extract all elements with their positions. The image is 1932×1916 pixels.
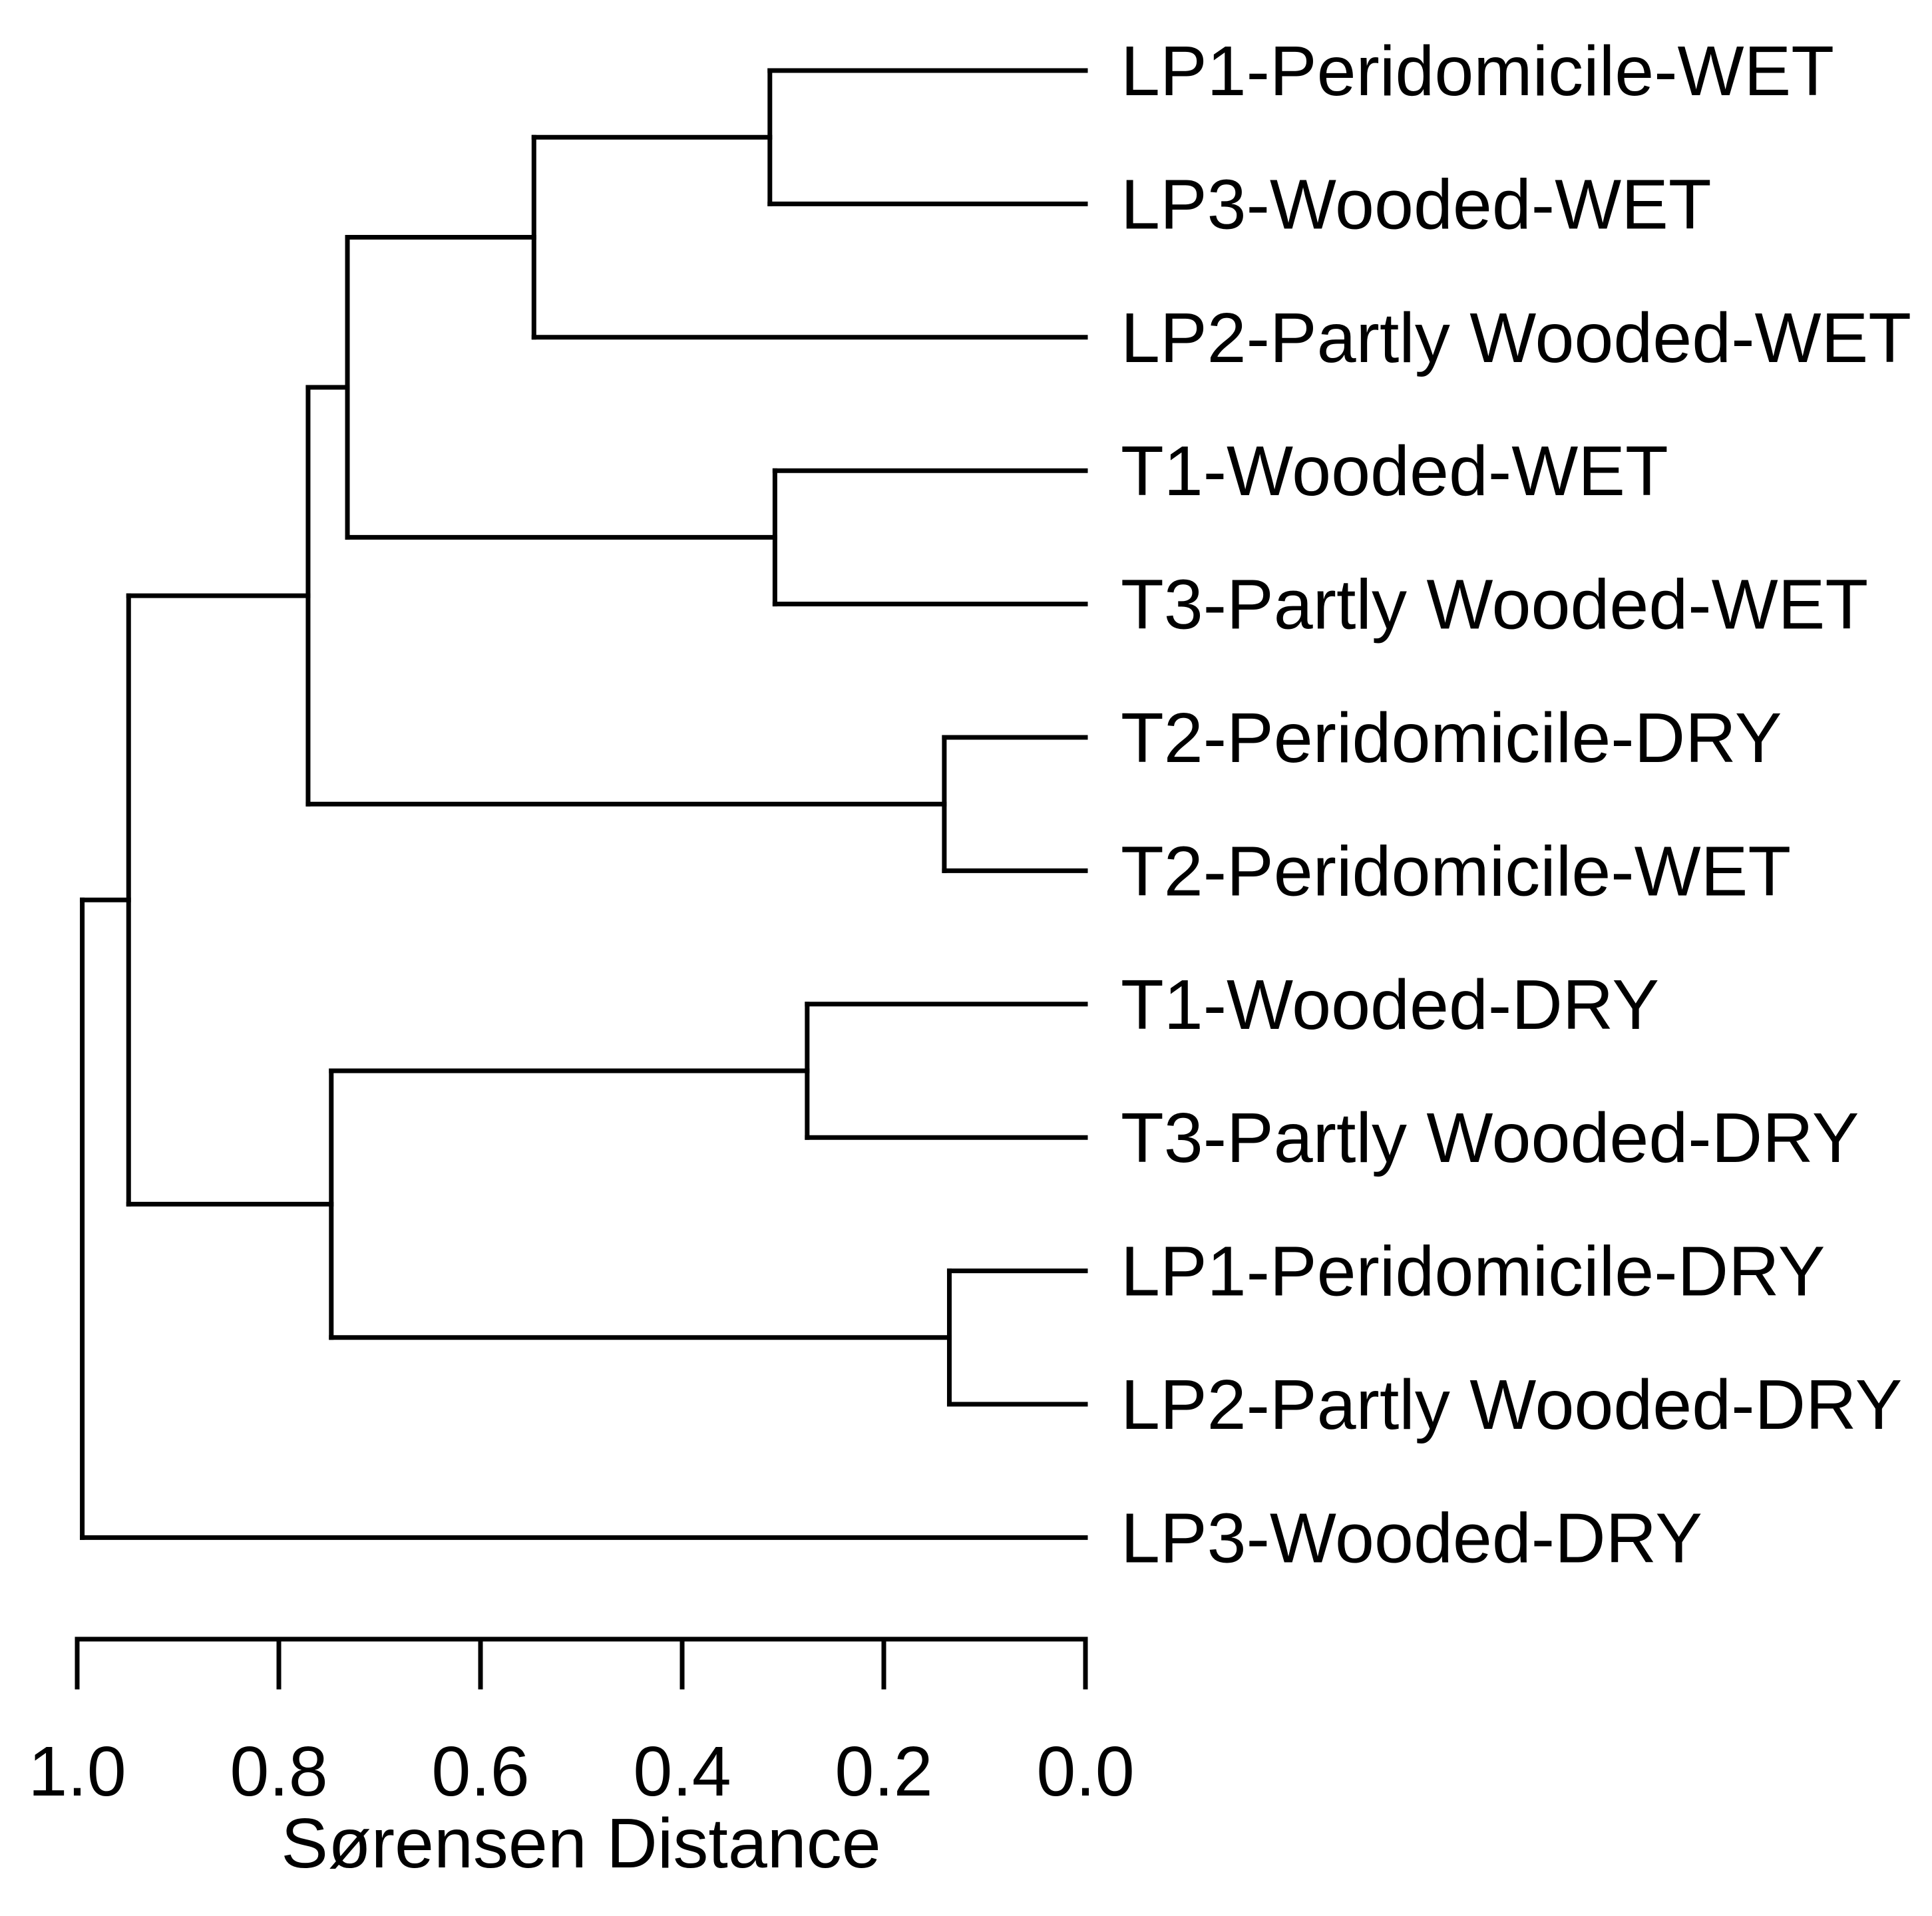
axis-tick-label: 0.6 (431, 1732, 529, 1811)
leaf-label: LP3-Wooded-WET (1121, 165, 1712, 244)
axis-title: Sørensen Distance (281, 1804, 880, 1883)
leaf-label: T2-Peridomicile-DRY (1121, 699, 1782, 777)
leaf-label: T1-Wooded-WET (1121, 432, 1668, 510)
leaf-label: LP2-Partly Wooded-WET (1121, 299, 1911, 377)
distance-axis: 1.0 0.8 0.6 0.4 0.2 0.0 (28, 1636, 1135, 1811)
leaf-labels: LP1-Peridomicile-WET LP3-Wooded-WET LP2-Pa… (1121, 32, 1911, 1577)
leaf-label: LP1-Peridomicile-DRY (1121, 1233, 1825, 1311)
leaf-label: LP1-Peridomicile-WET (1121, 32, 1834, 110)
axis-tick-label: 0.4 (633, 1732, 731, 1811)
dendrogram-branches (80, 68, 1088, 1540)
leaf-label: T1-Wooded-DRY (1121, 966, 1659, 1044)
axis-tick-label: 1.0 (28, 1732, 126, 1811)
leaf-label: T3-Partly Wooded-WET (1121, 566, 1868, 644)
axis-tick-label: 0.0 (1036, 1732, 1134, 1811)
leaf-label: LP2-Partly Wooded-DRY (1121, 1366, 1902, 1444)
leaf-label: LP3-Wooded-DRY (1121, 1499, 1702, 1577)
axis-tick-label: 0.2 (835, 1732, 932, 1811)
leaf-label: T3-Partly Wooded-DRY (1121, 1099, 1859, 1177)
leaf-label: T2-Peridomicile-WET (1121, 832, 1791, 910)
axis-tick-label: 0.8 (230, 1732, 327, 1811)
